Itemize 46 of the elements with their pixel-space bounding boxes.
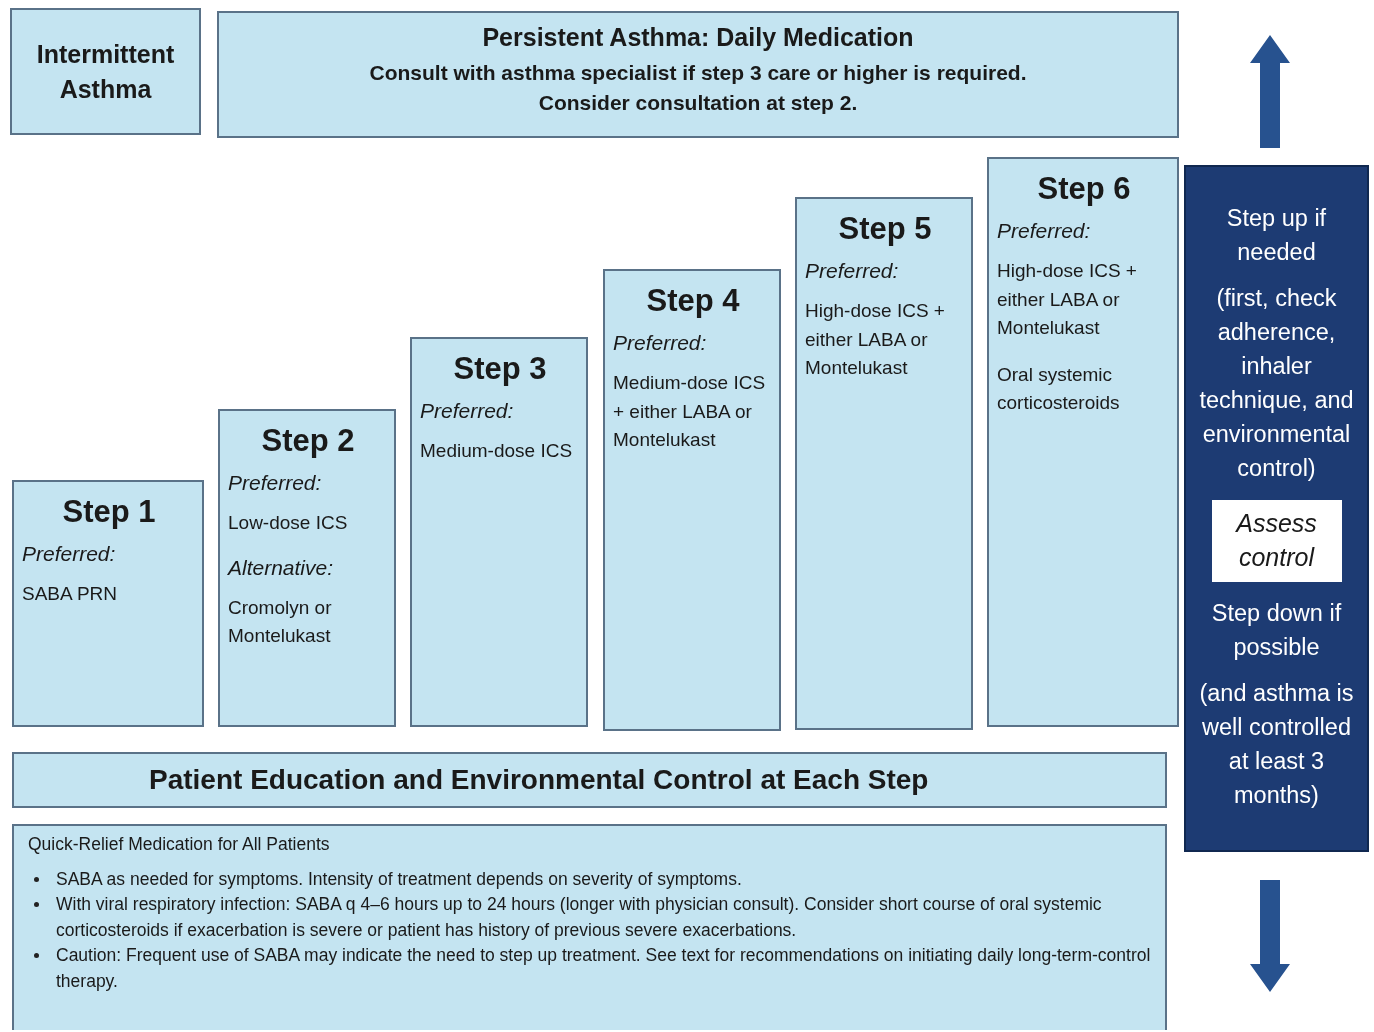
preference-label: Preferred: — [22, 542, 117, 566]
step-box — [603, 269, 781, 731]
medication-text: SABA PRN — [22, 582, 119, 606]
bullet-text: SABA as needed for symptoms. Intensity of treatment depends on severity of symptoms. — [28, 867, 1151, 893]
step-title: Step 2 — [260, 423, 356, 459]
preference-label: Preferred: — [613, 331, 708, 355]
banner-box — [12, 752, 1167, 808]
step-title: Step 1 — [61, 494, 157, 530]
step-box — [795, 197, 973, 730]
medication-text: Medium-dose ICS — [420, 439, 574, 463]
category-box — [217, 11, 1179, 138]
note-text: Consult with asthma specialist if step 3 care or higher is required. Consider consultation at step 2. — [368, 60, 1028, 116]
step-box — [987, 157, 1179, 727]
medication-text: High-dose ICS + either LABA or Montelukast — [997, 259, 1138, 340]
category-box — [10, 8, 201, 135]
category-label: Intermittent Asthma — [35, 38, 176, 105]
step-title: Step 6 — [1036, 171, 1132, 207]
instruction-text: Step down if possible — [1210, 598, 1343, 662]
preference-label: Alternative: — [228, 555, 335, 580]
step-box — [12, 480, 204, 727]
medication-text: High-dose ICS + either LABA or Montelukast — [805, 299, 946, 380]
medication-text: Cromolyn or Montelukast — [228, 595, 333, 648]
preference-label: Preferred: — [420, 399, 515, 423]
preference-label: Preferred: — [805, 259, 900, 283]
step-box — [218, 409, 396, 727]
heading: Persistent Asthma: Daily Medication — [481, 23, 915, 52]
preference-label: Preferred: — [997, 219, 1092, 243]
bullet-text: Caution: Frequent use of SABA may indicate the need to step up treatment. See text for recommendations on initiating daily long-term-control therapy. — [28, 943, 1151, 994]
medication-text: Medium-dose ICS + either LABA or Montelukast — [613, 371, 767, 452]
assess-box — [1211, 499, 1342, 582]
notes-box — [12, 824, 1167, 1030]
step-title: Step 4 — [645, 283, 741, 319]
medication-text: Oral systemic corticosteroids — [997, 362, 1121, 415]
note-text: (and asthma is well controlled at least 3 months) — [1198, 678, 1355, 810]
step-box — [410, 337, 588, 727]
assess-label: Assess control — [1234, 507, 1318, 573]
banner-text: Patient Education and Environmental Control at Each Step — [149, 764, 929, 796]
preference-label: Preferred: — [228, 471, 323, 495]
instruction-text: Step up if needed — [1225, 204, 1328, 268]
step-title: Step 3 — [452, 351, 548, 387]
bullet-text: With viral respiratory infection: SABA q 4–6 hours up to 24 hours (longer with physician consult). Consider short course of oral systemic corticosteroids if exacerbation is severe or patient has history of previous severe exacerbations. — [28, 892, 1151, 944]
assessment-panel — [1184, 165, 1369, 852]
step-title: Step 5 — [837, 211, 933, 247]
note-text: (first, check adherence, inhaler technique, and environmental control) — [1198, 284, 1355, 484]
medication-text: Low-dose ICS — [228, 511, 349, 535]
notes-heading: Quick-Relief Medication for All Patients — [28, 834, 331, 855]
